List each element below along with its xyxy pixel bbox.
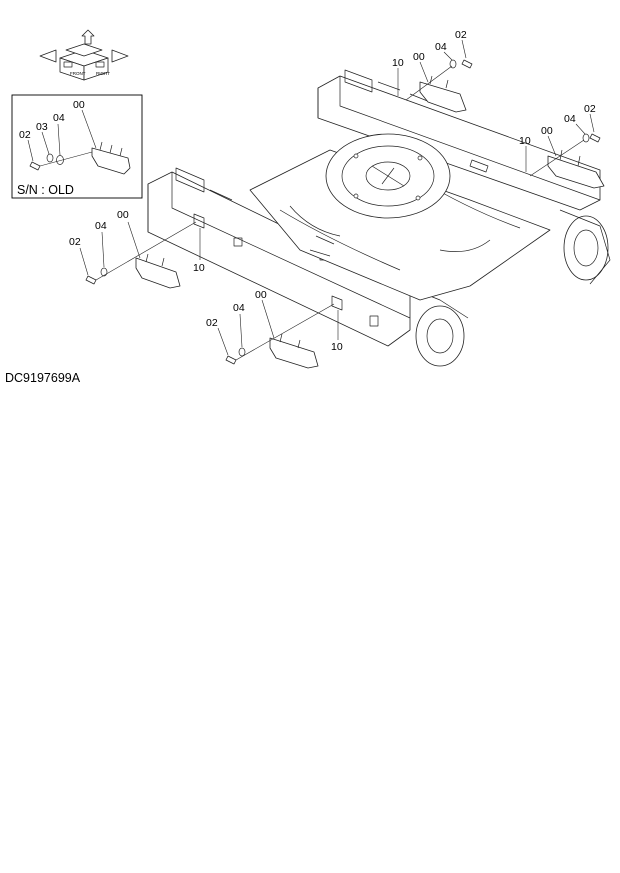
label-04-left-a: 04 — [95, 220, 107, 232]
label-10-left-b: 10 — [331, 341, 343, 353]
right-idler-mount — [563, 215, 609, 281]
label-10-top-b: 10 — [519, 135, 531, 147]
inset-washer-04 — [56, 155, 64, 165]
label-02-left-b: 02 — [206, 317, 218, 329]
label-00-left-b: 00 — [255, 289, 267, 301]
label-02-top-b: 02 — [584, 103, 596, 115]
label-10-top-a: 10 — [392, 57, 404, 69]
clamp-group-left-b: 00 04 02 10 — [206, 289, 343, 369]
washer-top-b — [582, 133, 590, 143]
bolt-top-a — [461, 59, 473, 69]
orientation-text-right: RIGHT — [96, 71, 110, 76]
label-00-top-a: 00 — [413, 51, 425, 63]
inset-label-04: 04 — [53, 112, 65, 124]
label-04-left-b: 04 — [233, 302, 245, 314]
washer-left-a — [100, 267, 108, 277]
label-00-left-a: 00 — [117, 209, 129, 221]
inset-clamp — [91, 147, 131, 175]
clamp-top-b — [547, 155, 605, 189]
label-10-left-a: 10 — [193, 262, 205, 274]
inset-label-03: 03 — [36, 121, 48, 133]
clamp-top-a — [419, 81, 467, 113]
inset-label-00: 00 — [73, 99, 85, 111]
inset-frame — [11, 94, 143, 199]
old-serial-inset: 02 03 04 00 S/N : OLD — [11, 94, 143, 199]
clamp-group-top-b: 10 00 04 02 — [519, 103, 605, 189]
drawing-id: DC9197699A — [5, 371, 81, 385]
inset-caption: S/N : OLD — [17, 183, 74, 197]
orientation-text-front: FRONT — [70, 71, 86, 76]
label-04-top-a: 04 — [435, 41, 447, 53]
track-frame — [147, 69, 611, 367]
bolt-left-b — [225, 355, 237, 365]
clamp-left-b — [269, 337, 319, 369]
label-02-top-a: 02 — [455, 29, 467, 41]
washer-left-b — [238, 347, 246, 357]
machine-orientation-icon: FRONT RIGHT — [39, 29, 129, 81]
left-idler-mount — [415, 305, 465, 367]
clamp-group-top-a: 10 00 04 02 — [392, 29, 473, 113]
clamp-group-left-a: 00 04 02 10 — [69, 209, 205, 289]
bolt-left-a — [85, 275, 97, 285]
inset-washer-03 — [46, 153, 54, 163]
label-00-top-b: 00 — [541, 125, 553, 137]
label-04-top-b: 04 — [564, 113, 576, 125]
label-02-left-a: 02 — [69, 236, 81, 248]
inset-bolt — [27, 139, 41, 171]
clamp-left-a — [135, 257, 181, 289]
inset-label-02: 02 — [19, 129, 31, 141]
bolt-top-b — [589, 133, 601, 143]
